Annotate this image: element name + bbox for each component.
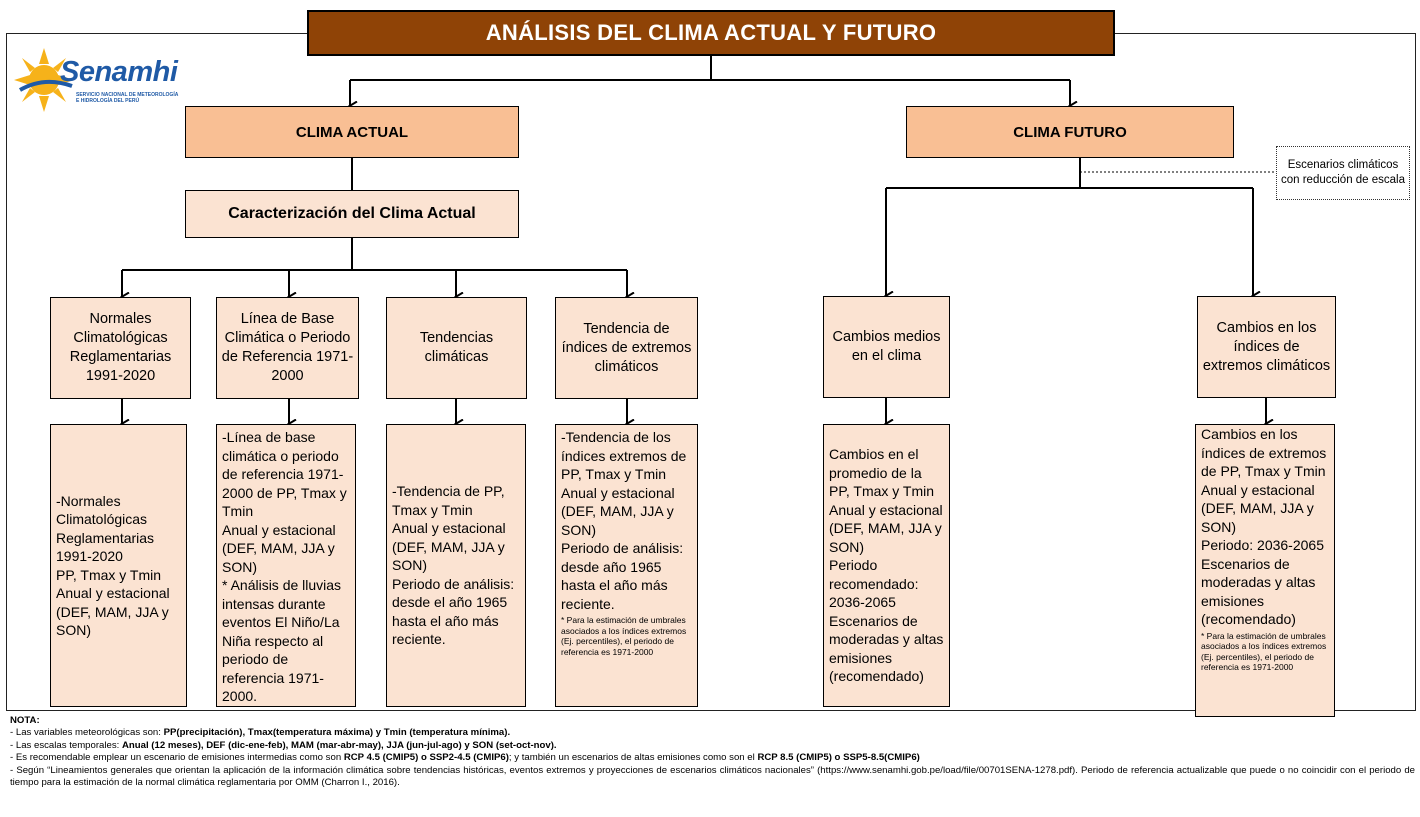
category-tendencia-indices: Tendencia de índices de extremos climáti…: [555, 297, 698, 399]
logo-tagline: SERVICIO NACIONAL DE METEOROLOGÍA E HIDR…: [76, 92, 179, 104]
detail-linea-base: -Línea de base climática o periodo de re…: [216, 424, 356, 707]
note-scales-bold: Anual (12 meses), DEF (dic-ene-feb), MAM…: [121, 739, 557, 751]
detail-cambios-medios: Cambios en el promedio de la PP, Tmax y …: [823, 424, 950, 707]
clima-actual-header: CLIMA ACTUAL: [185, 106, 519, 158]
detail-linea-base-text: -Línea de base climática o periodo de re…: [222, 429, 347, 704]
escenarios-callout: Escenarios climáticos con reducción de e…: [1276, 146, 1410, 200]
detail-cambios-indices: Cambios en los índices de extremos de PP…: [1195, 424, 1335, 717]
caracterizacion-box: Caracterización del Clima Actual: [185, 190, 519, 238]
detail-tendencia-indices: -Tendencia de los índices extremos de PP…: [555, 424, 698, 707]
detail-normales: -Normales Climatológicas Reglamentarias …: [50, 424, 187, 707]
category-normales: Normales Climatológicas Reglamentarias 1…: [50, 297, 191, 399]
detail-cambios-indices-text: Cambios en los índices de extremos de PP…: [1201, 426, 1327, 627]
diagram-title: ANÁLISIS DEL CLIMA ACTUAL Y FUTURO: [307, 10, 1115, 56]
note-variables-bold: PP(precipitación), Tmax(temperatura máxi…: [163, 727, 511, 739]
note-variables-prefix: - Las variables meteorológicas son:: [10, 727, 164, 739]
category-linea-base: Línea de Base Climática o Periodo de Ref…: [216, 297, 359, 399]
detail-normales-text: -Normales Climatológicas Reglamentarias …: [56, 492, 170, 639]
note-scales-prefix: - Las escalas temporales:: [10, 739, 122, 751]
note-lineamientos: - Según “Lineamientos generales que orie…: [10, 764, 1415, 789]
detail-cambios-indices-note: * Para la estimación de umbrales asociad…: [1201, 630, 1327, 673]
note-scenario-bold1: RCP 4.5 (CMIP5) o SSP2-4.5 (CMIP6): [343, 752, 509, 764]
note-scales: - Las escalas temporales: Anual (12 mese…: [10, 740, 1415, 752]
note-scenario-bold2: RCP 8.5 (CMIP5) o SSP5-8.5(CMIP6): [757, 752, 920, 764]
category-tendencias: Tendencias climáticas: [386, 297, 527, 399]
note-scenario-mid: ; y también un escenarios de altas emisi…: [508, 752, 758, 764]
logo-wordmark: Senamhi: [60, 56, 178, 88]
senamhi-logo: Senamhi SERVICIO NACIONAL DE METEOROLOGÍ…: [14, 46, 178, 116]
category-cambios-indices: Cambios en los índices de extremos climá…: [1197, 296, 1336, 398]
notes-heading: NOTA:: [10, 715, 40, 726]
notes-section: NOTA: - Las variables meteorológicas son…: [10, 715, 1415, 789]
sun-icon: [14, 48, 74, 112]
clima-futuro-header: CLIMA FUTURO: [906, 106, 1234, 158]
detail-tendencia-indices-text: -Tendencia de los índices extremos de PP…: [561, 429, 687, 612]
note-scenarios: - Es recomendable emplear un escenario d…: [10, 752, 1415, 764]
note-variables: - Las variables meteorológicas son: PP(p…: [10, 727, 1415, 739]
detail-tendencia-indices-note: * Para la estimación de umbrales asociad…: [561, 615, 687, 657]
note-scenario-prefix: - Es recomendable emplear un escenario d…: [10, 752, 344, 764]
category-cambios-medios: Cambios medios en el clima: [823, 296, 950, 398]
detail-cambios-medios-text: Cambios en el promedio de la PP, Tmax y …: [829, 446, 944, 685]
detail-tendencias-text: -Tendencia de PP, Tmax y Tmin Anual y es…: [392, 483, 515, 648]
detail-tendencias: -Tendencia de PP, Tmax y Tmin Anual y es…: [386, 424, 526, 707]
